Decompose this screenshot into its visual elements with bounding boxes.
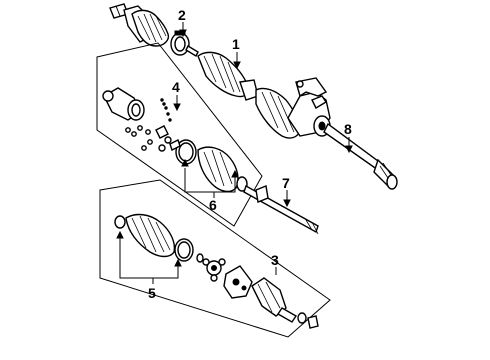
callout-2: 2 [178, 7, 186, 23]
tripod-part [202, 258, 226, 282]
callout-3: 3 [271, 252, 279, 268]
callout-5: 5 [148, 285, 156, 301]
callout-4: 4 [172, 79, 180, 95]
callout-1: 1 [232, 36, 240, 52]
leader-lines [116, 22, 353, 284]
callout-labels: 1 2 3 4 5 6 7 8 [148, 7, 352, 301]
callout-8: 8 [344, 121, 352, 137]
callout-6: 6 [209, 197, 217, 213]
cv-joint-kit-box [96, 42, 263, 227]
upper-axle-assembly [109, 3, 398, 190]
axle-kit-box [99, 179, 331, 338]
intermediate-shaft-part-7 [243, 184, 319, 235]
clamp-ring-part-2 [170, 30, 190, 56]
callout-7: 7 [282, 175, 290, 191]
